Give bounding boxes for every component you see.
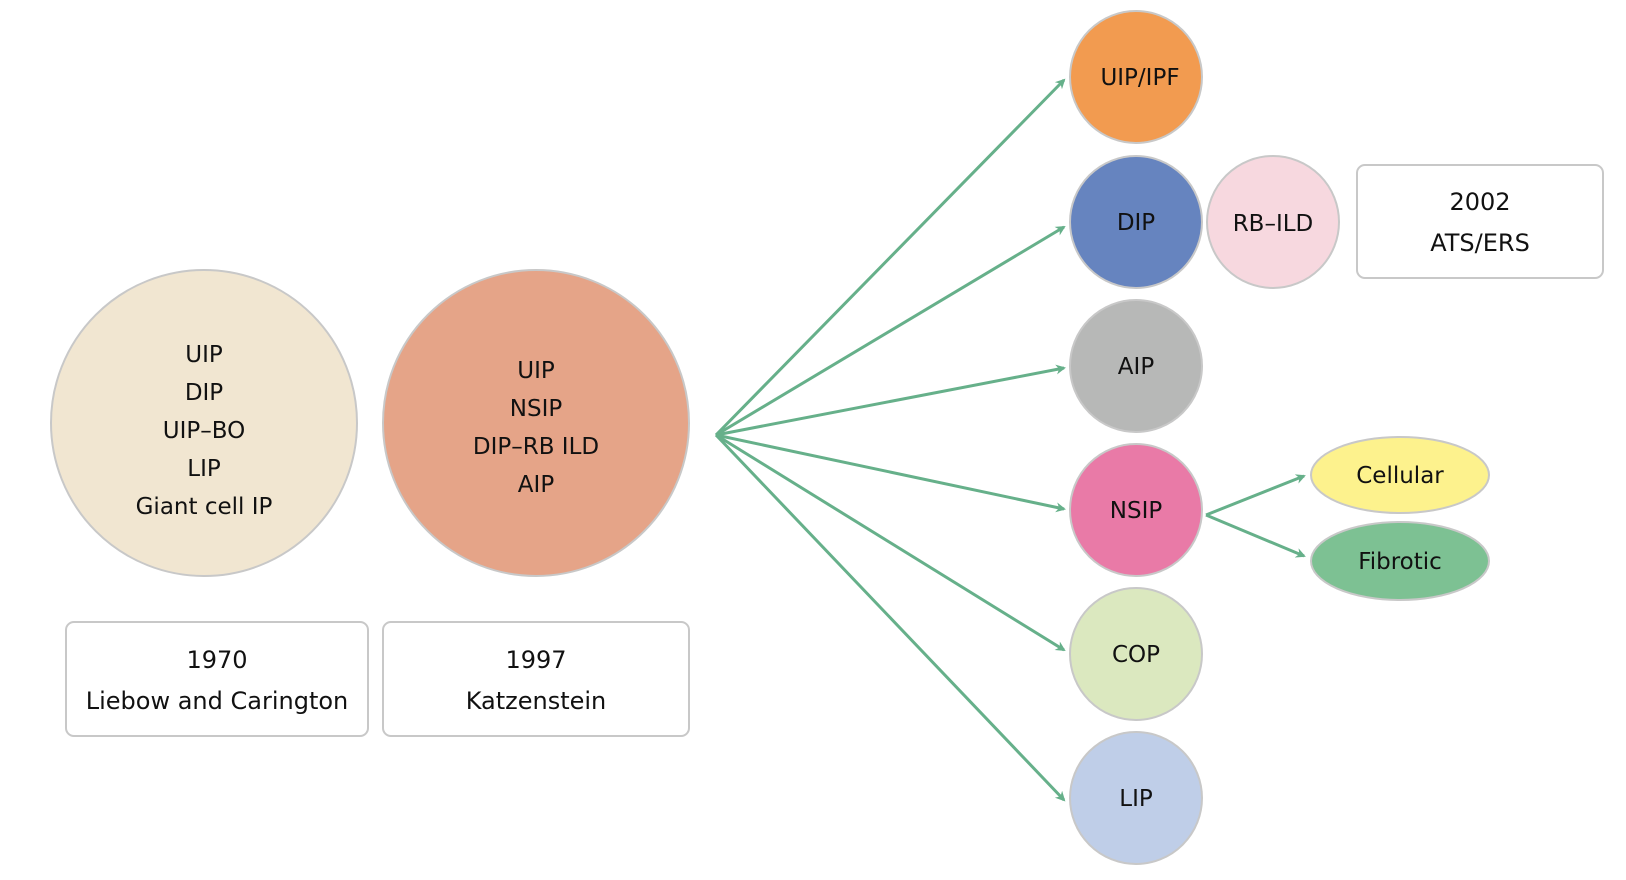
era-2002-label-box	[1356, 164, 1604, 279]
node-rb-ild-label: RB–ILD	[1233, 211, 1314, 237]
node-dip	[1069, 155, 1203, 289]
era-1970-year: 1970	[186, 646, 247, 674]
era-1970-item-3: UIP–BO	[163, 418, 245, 444]
node-uip-ipf	[1069, 10, 1203, 144]
arrow-to-dip	[715, 225, 1066, 437]
era-1997-circle	[382, 269, 690, 577]
node-lip	[1069, 731, 1203, 865]
era-1997: UIP NSIP DIP–RB ILD AIP 1997 Katzenstein	[382, 269, 690, 737]
arrow-to-cop	[715, 433, 1066, 652]
branch-arrows	[714, 78, 1306, 802]
node-aip-label: AIP	[1118, 354, 1155, 380]
arrow-to-cellular	[1205, 474, 1306, 517]
era-1970-item-5: Giant cell IP	[136, 494, 273, 520]
era-1970-item-2: DIP	[185, 380, 223, 406]
era-1970-label-box	[65, 621, 369, 737]
era-1997-item-3: DIP–RB ILD	[473, 434, 599, 460]
era-1970-circle	[50, 269, 358, 577]
arrow-to-fibrotic	[1205, 513, 1306, 558]
era-2002: UIP/IPF DIP RB–ILD 2002 ATS/ERS AIP NSIP…	[1069, 10, 1604, 865]
era-1997-item-1: UIP	[517, 358, 555, 384]
era-1970-authors: Liebow and Carington	[86, 687, 349, 715]
node-cop	[1069, 587, 1203, 721]
node-cellular-label: Cellular	[1356, 463, 1444, 489]
node-lip-label: LIP	[1119, 786, 1153, 812]
node-nsip	[1069, 443, 1203, 577]
node-fibrotic	[1310, 521, 1490, 601]
node-nsip-label: NSIP	[1110, 498, 1163, 524]
node-uip-ipf-label: UIP/IPF	[1100, 65, 1179, 91]
era-1997-item-4: AIP	[518, 472, 555, 498]
node-cop-label: COP	[1112, 642, 1160, 668]
node-rb-ild	[1206, 155, 1340, 289]
arrow-to-lip	[714, 433, 1066, 802]
arrow-to-aip	[715, 364, 1066, 437]
era-2002-authors: ATS/ERS	[1430, 229, 1530, 257]
node-dip-label: DIP	[1117, 210, 1155, 236]
era-1997-label-box	[382, 621, 690, 737]
node-cellular	[1310, 436, 1490, 514]
era-1997-year: 1997	[505, 646, 566, 674]
arrow-to-nsip	[715, 433, 1066, 513]
era-1997-authors: Katzenstein	[466, 687, 607, 715]
era-1970-item-4: LIP	[187, 456, 221, 482]
era-1970: UIP DIP UIP–BO LIP Giant cell IP 1970 Li…	[50, 269, 369, 737]
era-1997-item-2: NSIP	[510, 396, 563, 422]
era-1970-item-1: UIP	[185, 342, 223, 368]
era-2002-year: 2002	[1449, 188, 1510, 216]
node-aip	[1069, 299, 1203, 433]
node-fibrotic-label: Fibrotic	[1358, 549, 1442, 575]
arrow-to-uip-ipf	[714, 78, 1066, 437]
